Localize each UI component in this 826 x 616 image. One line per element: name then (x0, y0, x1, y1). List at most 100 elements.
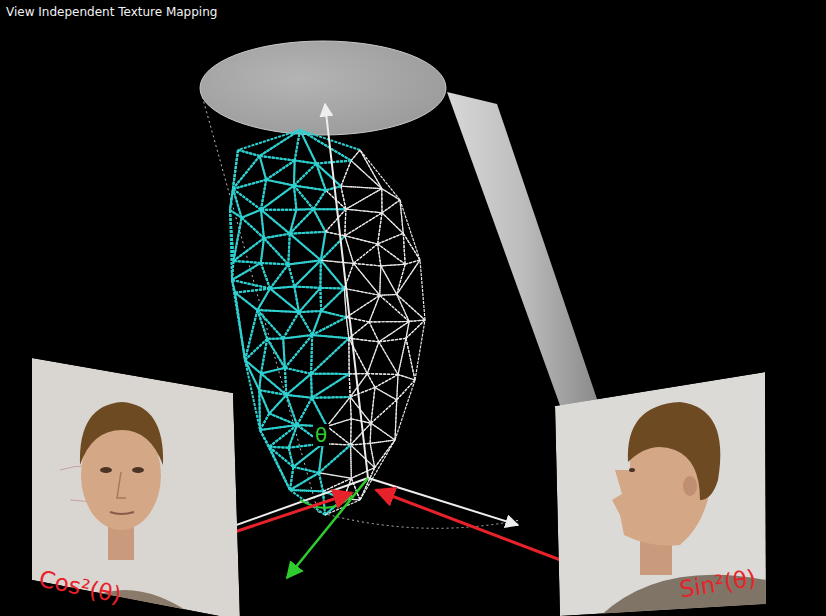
axis-right (368, 478, 518, 525)
mesh-edge (321, 311, 346, 317)
mesh-edge (321, 288, 344, 311)
mesh-edge (400, 200, 403, 233)
mesh-edge (299, 312, 312, 335)
mesh-edge (370, 440, 395, 443)
mesh-edge (230, 189, 233, 210)
cylinder-wall (447, 92, 598, 422)
mesh-edge (312, 335, 349, 338)
mesh-edge (346, 317, 349, 338)
mesh-edge (283, 335, 312, 338)
mesh-edge (380, 294, 397, 296)
mesh-edge (295, 130, 300, 160)
mesh-edge (233, 189, 261, 210)
mesh-edge (354, 244, 378, 263)
mesh-edge (299, 311, 321, 312)
mesh-edge (378, 244, 406, 264)
mesh-edge (346, 189, 382, 209)
mesh-edge (345, 236, 354, 264)
mesh-edge (379, 338, 406, 342)
mesh-edge (371, 400, 397, 423)
mesh-edge (261, 238, 264, 263)
mesh-edge (381, 266, 397, 295)
mesh-edge (398, 338, 406, 374)
mesh-edge (400, 200, 420, 260)
mesh-edge (295, 130, 300, 160)
mesh-edge (345, 236, 378, 244)
mesh-edge (378, 244, 381, 266)
mesh-edge (378, 233, 404, 244)
mesh-edge (378, 213, 382, 244)
mesh-edge (266, 180, 294, 186)
mesh-edge (350, 445, 352, 478)
mesh-edge (260, 130, 300, 156)
mesh-edge (245, 360, 259, 390)
mesh-edge (326, 186, 341, 190)
mesh-edge (266, 160, 295, 179)
mesh-edge (375, 375, 398, 388)
mesh-edge (367, 373, 398, 375)
mesh-edge (294, 287, 320, 288)
mesh-edge (283, 312, 299, 338)
mesh-edge (369, 321, 409, 323)
mesh-edge (382, 213, 403, 234)
mesh-edge (261, 210, 290, 234)
mesh-edge (369, 322, 379, 342)
mesh-edge (397, 260, 420, 294)
mesh-edge (238, 130, 300, 150)
mesh-edge (367, 342, 379, 374)
mesh-edge (267, 337, 283, 339)
mesh-edge (397, 294, 425, 320)
cylinder-top (200, 41, 446, 135)
mesh-edge (369, 321, 409, 323)
mesh-edge (351, 150, 360, 161)
mesh-edge (293, 467, 319, 473)
mesh-edge (230, 210, 232, 280)
mesh-edge (379, 338, 406, 342)
mesh-edge (233, 238, 263, 261)
mesh-edge (397, 294, 425, 320)
mesh-edge (367, 342, 379, 374)
mesh-edge (312, 398, 327, 427)
mesh-edge (286, 395, 311, 398)
mesh-edge (290, 234, 321, 261)
mesh-edge (319, 260, 321, 288)
mesh-edge (257, 310, 283, 338)
mesh-edge (261, 263, 270, 289)
mesh-edge (235, 293, 257, 310)
mesh-edge (285, 368, 311, 374)
mesh-edge (320, 287, 344, 290)
mesh-edge (398, 375, 415, 380)
mesh-edge (313, 209, 325, 232)
mesh-edge (316, 161, 351, 164)
axis-up (325, 104, 368, 478)
mesh-edge (351, 423, 371, 445)
mesh-edge (350, 419, 352, 445)
mesh-edge (381, 264, 405, 266)
mesh-edge (264, 238, 288, 264)
mesh-edge (290, 473, 319, 490)
mesh-edge (348, 338, 350, 374)
mesh-edge (232, 261, 233, 280)
mesh-edge (369, 295, 380, 322)
mesh-edge (319, 444, 323, 473)
mesh-edge (369, 295, 380, 322)
mesh-edge (260, 156, 295, 161)
mesh-edge (286, 374, 311, 395)
mesh-edge (295, 160, 317, 163)
mesh-edge (360, 150, 400, 200)
mesh-edge (257, 289, 270, 311)
mesh-edge (371, 387, 375, 423)
mesh-edge (369, 322, 379, 342)
mesh-edge (294, 186, 326, 191)
mesh-edge (341, 186, 382, 188)
mesh-edge (232, 280, 270, 289)
mesh-edge (261, 186, 294, 210)
mesh-edge (257, 310, 298, 312)
mesh-edge (371, 400, 397, 423)
mesh-edge (379, 321, 409, 341)
mesh-edge (285, 335, 312, 368)
mesh-edge (370, 423, 372, 443)
mesh-edge (232, 280, 245, 360)
mesh-edge (367, 373, 398, 375)
mesh-edge (381, 264, 405, 266)
